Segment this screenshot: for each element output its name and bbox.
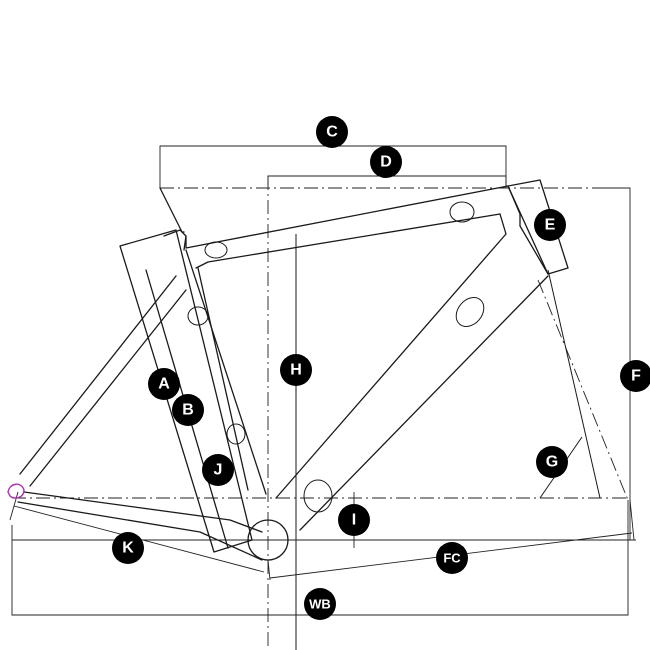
seat-stay-inner xyxy=(29,289,187,487)
marker-f-label: F xyxy=(631,368,641,385)
marker-a: A xyxy=(148,368,180,400)
markers: C D E F H A B G xyxy=(112,116,650,620)
fork-line xyxy=(547,269,601,499)
seat-post-cap xyxy=(163,229,187,251)
marker-j: J xyxy=(202,454,234,486)
port-seat-tube-lower xyxy=(226,423,246,445)
marker-c: C xyxy=(316,116,348,148)
down-tube-bottom xyxy=(299,275,549,531)
marker-h: H xyxy=(280,354,312,386)
marker-g: G xyxy=(536,446,568,478)
down-tube-top xyxy=(275,213,507,499)
marker-e-label: E xyxy=(545,217,556,234)
seat-tube-front xyxy=(185,249,267,495)
port-top-tube-rear xyxy=(204,241,228,259)
dim-fc-end-right xyxy=(629,499,635,541)
marker-fc-label: FC xyxy=(443,551,461,566)
steering-axis xyxy=(537,279,629,501)
frame-outline xyxy=(7,179,569,561)
marker-d: D xyxy=(370,146,402,178)
chainstay-bottom xyxy=(17,501,263,561)
dim-fc-end-left xyxy=(267,559,271,581)
marker-h-label: H xyxy=(290,362,302,379)
head-tube-join xyxy=(507,185,549,275)
marker-c-label: C xyxy=(326,124,338,141)
marker-b: B xyxy=(172,394,204,426)
seat-stay-outer xyxy=(19,275,177,475)
seat-post xyxy=(119,229,253,553)
head-tube xyxy=(507,179,569,275)
marker-j-label: J xyxy=(214,462,223,479)
rear-dropout xyxy=(7,483,25,499)
marker-b-label: B xyxy=(182,402,194,419)
marker-wb-label: WB xyxy=(309,597,331,612)
dim-c-bracket xyxy=(159,145,507,188)
marker-a-label: A xyxy=(158,376,170,393)
marker-g-label: G xyxy=(546,454,558,471)
marker-f: F xyxy=(620,360,650,392)
port-top-tube-front xyxy=(449,201,475,223)
marker-k: K xyxy=(112,532,144,564)
port-bb xyxy=(303,479,333,513)
bottom-bracket-shell xyxy=(247,519,289,561)
marker-wb: WB xyxy=(304,588,336,620)
top-tube-lower xyxy=(195,213,501,269)
marker-d-label: D xyxy=(380,154,392,171)
top-tube-top xyxy=(159,187,185,233)
port-seat-tube-upper xyxy=(187,306,209,326)
seat-tube-inner xyxy=(197,267,249,491)
dim-k-end-left xyxy=(9,491,19,521)
marker-fc: FC xyxy=(436,542,468,574)
marker-e: E xyxy=(534,209,566,241)
marker-k-label: K xyxy=(122,540,134,557)
marker-i: I xyxy=(338,504,370,536)
port-down-tube xyxy=(455,297,485,327)
marker-i-label: I xyxy=(352,512,356,529)
